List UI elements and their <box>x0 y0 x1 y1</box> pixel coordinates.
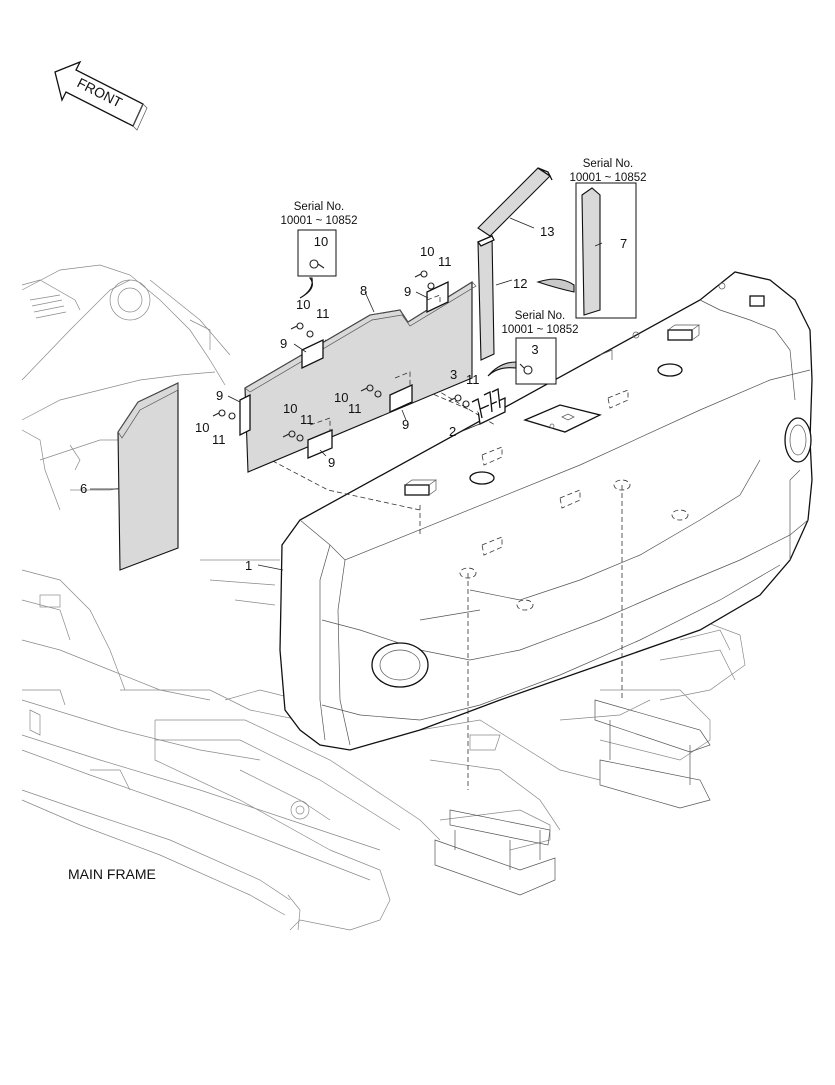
counterweight-part <box>279 271 813 751</box>
callout-6: 6 <box>80 481 87 496</box>
front-arrow-icon: FRONT <box>54 60 148 131</box>
callout-10b: 10 <box>296 297 310 312</box>
callout-10e: 10 <box>195 420 209 435</box>
callout-9b: 9 <box>280 336 287 351</box>
callout-11f: 11 <box>466 372 480 387</box>
callout-10c: 10 <box>334 390 348 405</box>
callout-11a: 11 <box>438 254 452 269</box>
serial-right-range: 10001 ~ 10852 <box>569 172 646 184</box>
main-frame-linework <box>21 264 746 931</box>
serial-left-part-number: 10 <box>314 234 328 249</box>
part-6-plate <box>117 382 179 571</box>
callout-11b: 11 <box>316 306 330 321</box>
leader-lines <box>90 217 603 571</box>
callout-9e: 9 <box>328 455 335 470</box>
serial-middle-part-number: 3 <box>531 342 538 357</box>
brackets-and-fasteners <box>212 270 506 459</box>
callout-11c: 11 <box>348 401 362 416</box>
callout-11d: 11 <box>300 412 314 427</box>
serial-detail-right: Serial No. 10001 ~ 10852 <box>536 158 647 319</box>
callout-9d: 9 <box>402 417 409 432</box>
part-13-bar <box>477 167 553 237</box>
callout-10d: 10 <box>283 401 297 416</box>
callout-1: 1 <box>245 558 252 573</box>
callout-9a: 9 <box>404 284 411 299</box>
callout-2: 2 <box>449 424 456 439</box>
serial-detail-left: Serial No. 10001 ~ 10852 10 <box>280 201 358 299</box>
callout-7: 7 <box>620 236 627 251</box>
serial-detail-middle: Serial No. 10001 ~ 10852 3 <box>487 310 579 385</box>
callout-12: 12 <box>513 276 527 291</box>
callout-10a: 10 <box>420 244 434 259</box>
part-12-bar <box>476 235 495 361</box>
serial-middle-range: 10001 ~ 10852 <box>501 324 578 336</box>
main-frame-label: MAIN FRAME <box>68 866 156 882</box>
callout-3: 3 <box>450 367 457 382</box>
serial-middle-title: Serial No. <box>515 310 566 322</box>
serial-left-title: Serial No. <box>294 201 345 213</box>
callout-11e: 11 <box>212 432 226 447</box>
callout-labels: 1 2 3 6 7 8 9 9 9 9 9 10 10 10 10 10 11 … <box>80 224 627 573</box>
serial-left-range: 10001 ~ 10852 <box>280 215 357 227</box>
callout-9c: 9 <box>216 388 223 403</box>
serial-right-title: Serial No. <box>583 158 634 170</box>
callout-8: 8 <box>360 283 367 298</box>
callout-13: 13 <box>540 224 554 239</box>
